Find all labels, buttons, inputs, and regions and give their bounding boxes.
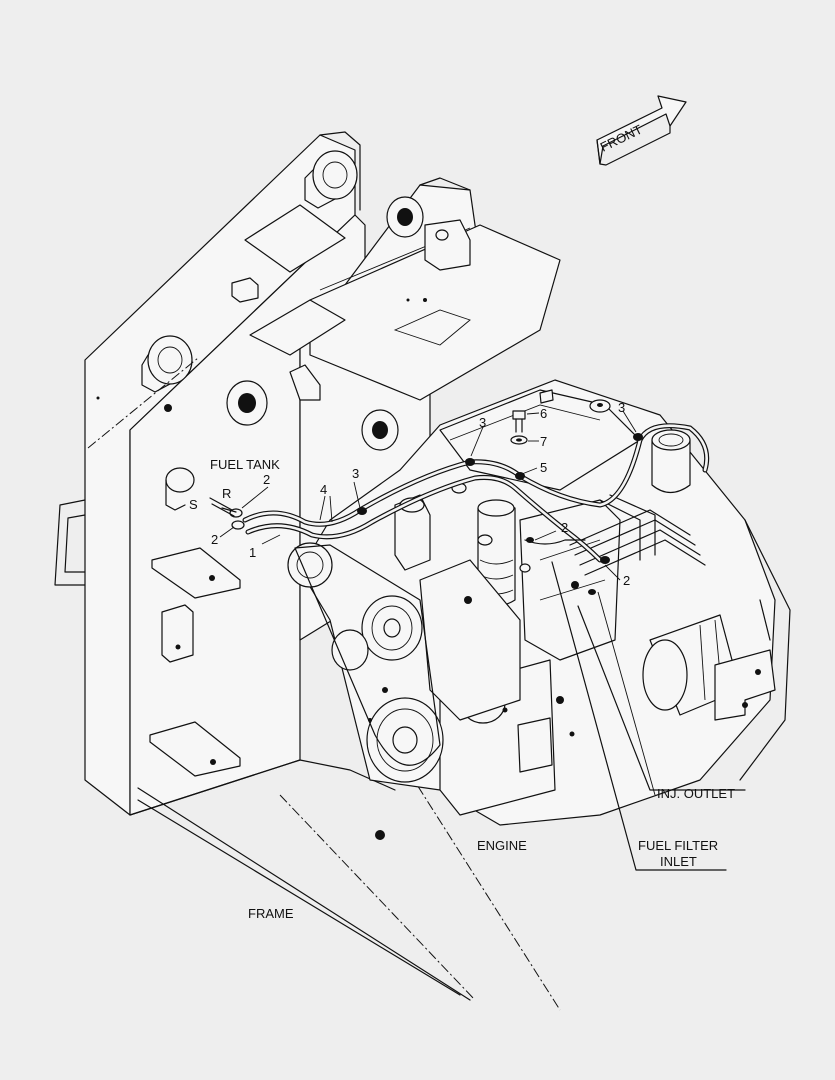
callout-5: 5 xyxy=(540,460,547,475)
callout-2-return: 2 xyxy=(263,472,270,487)
front-arrow: FRONT xyxy=(596,95,687,166)
callout-1: 1 xyxy=(249,545,256,560)
engine-assembly xyxy=(287,379,791,826)
callout-3-center: 3 xyxy=(479,415,486,430)
washer-item-7 xyxy=(510,435,528,445)
frame-label: FRAME xyxy=(248,906,294,921)
bushing-top xyxy=(304,150,358,209)
inj-outlet-label: INJ. OUTLET xyxy=(657,786,735,801)
bushing-right xyxy=(361,409,399,451)
callout-3-right: 3 xyxy=(618,400,625,415)
callout-3-left: 3 xyxy=(352,466,359,481)
bushing-lower xyxy=(226,380,268,426)
callout-4: 4 xyxy=(320,482,327,497)
callout-2-pump: 2 xyxy=(623,573,630,588)
callout-2-supply: 2 xyxy=(211,532,218,547)
hose-clips xyxy=(357,433,643,595)
fuel-hoses xyxy=(209,410,710,595)
callout-6: 6 xyxy=(540,406,547,421)
callout-7: 7 xyxy=(540,434,547,449)
fuel-tank-label: FUEL TANK xyxy=(210,457,280,472)
bushing-mid xyxy=(141,335,193,393)
oil-filler xyxy=(651,429,691,494)
fan-pulley xyxy=(287,542,333,588)
injection-lines xyxy=(569,494,706,576)
callout-2-filter: 2 xyxy=(561,520,568,535)
fuel-filter-inlet-label-line2: INLET xyxy=(660,854,697,869)
return-mark-label: R xyxy=(222,486,231,501)
water-pump-pulley xyxy=(361,595,423,661)
leader-lines xyxy=(219,410,746,871)
supply-mark-label: S xyxy=(189,497,198,512)
bolt-item-6 xyxy=(512,410,526,433)
fuel-filter-inlet-label-line1: FUEL FILTER xyxy=(638,838,718,853)
bushing-upper xyxy=(386,196,424,238)
engine-label: ENGINE xyxy=(477,838,527,853)
